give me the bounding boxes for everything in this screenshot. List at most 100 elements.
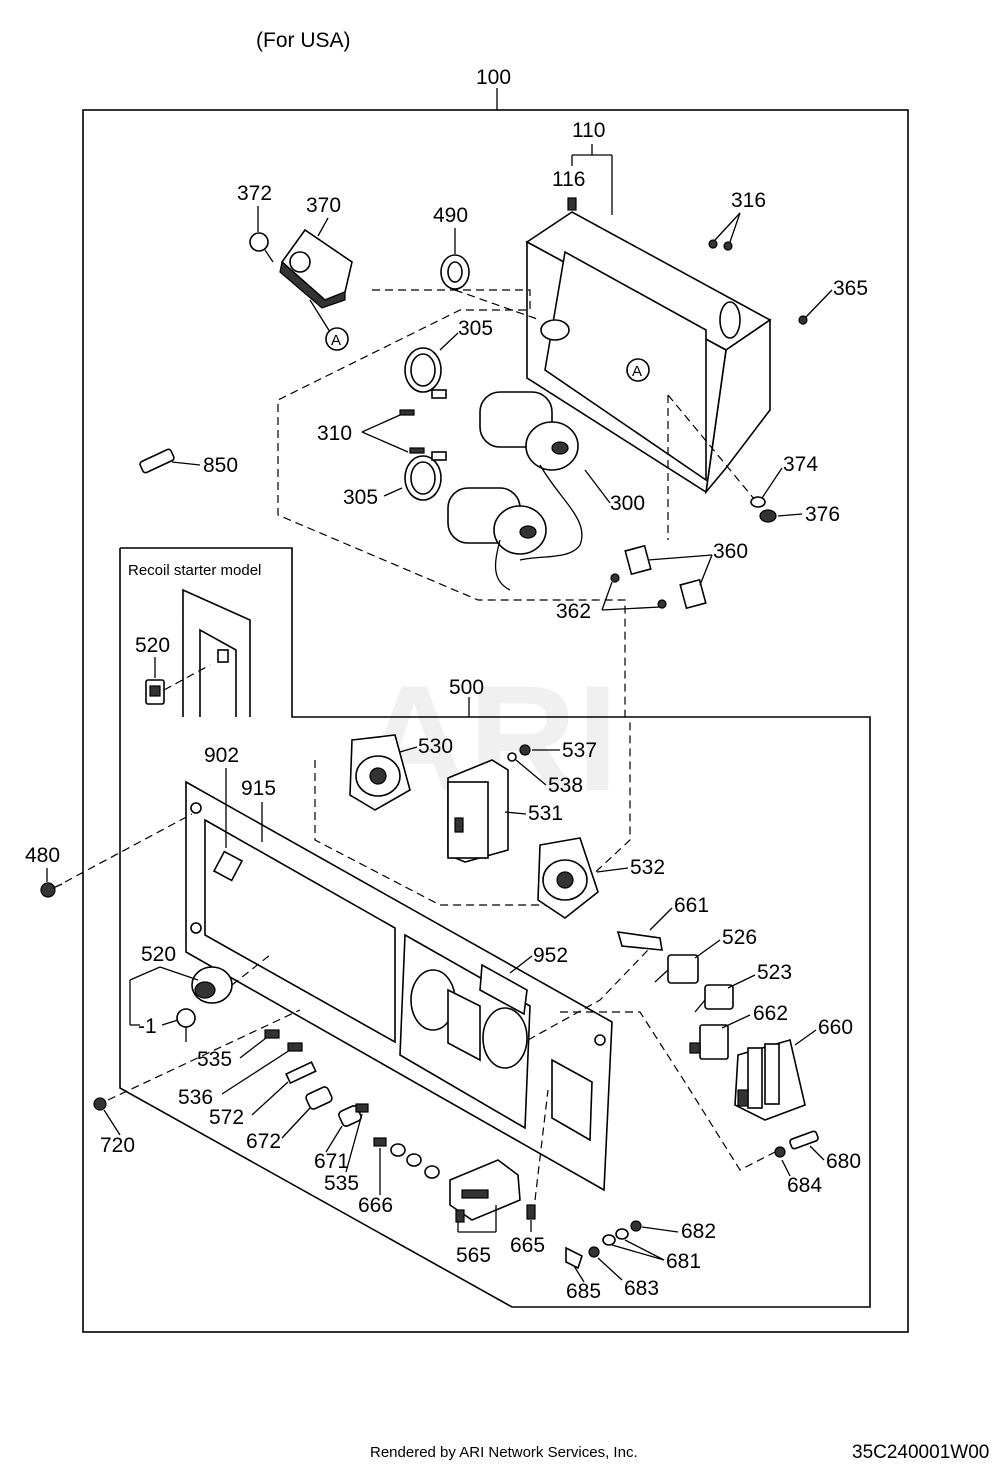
screw-480 (40, 882, 63, 898)
callout-532: 532 (630, 856, 665, 879)
callout-902: 902 (204, 744, 239, 767)
clamp-305-upper (404, 347, 447, 399)
wingnut-685 (565, 1246, 583, 1270)
main-assembly-frame (82, 109, 909, 1333)
bolt-572 (285, 1061, 317, 1085)
callout-526: 526 (722, 926, 757, 949)
screw-116 (567, 197, 577, 211)
cover-565 (449, 1159, 521, 1221)
callout-665: 665 (510, 1234, 545, 1257)
callout-671: 671 (314, 1150, 349, 1173)
callout-682: 682 (681, 1220, 716, 1243)
callout-116: 116 (552, 168, 585, 191)
ref-mark-a-bracket: A (325, 327, 349, 351)
breaker-661 (616, 931, 663, 951)
callout-300: 300 (610, 492, 645, 515)
callout-680: 680 (826, 1150, 861, 1173)
callout-310: 310 (317, 422, 352, 445)
screw-720 (93, 1097, 107, 1111)
screw-536 (287, 1042, 303, 1052)
callout-490: 490 (433, 204, 468, 227)
screw-310 (399, 409, 425, 454)
callout-520-key: 520 (141, 943, 176, 966)
switch-520-inset (145, 679, 165, 705)
callout-520-1: -1 (138, 1015, 157, 1038)
callout-681: 681 (666, 1250, 701, 1273)
ref-mark-a-box: A (626, 358, 650, 382)
screw-535-upper (264, 1029, 280, 1039)
callout-100: 100 (476, 66, 511, 89)
callout-684: 684 (787, 1174, 822, 1197)
callout-500: 500 (449, 676, 484, 699)
callout-685: 685 (566, 1280, 601, 1303)
screw-362 (610, 573, 667, 609)
nut-537 (519, 744, 531, 756)
screw-666 (373, 1137, 387, 1147)
nut-683 (588, 1246, 600, 1258)
bolt-680 (789, 1130, 819, 1150)
callout-720: 720 (100, 1134, 135, 1157)
callout-952: 952 (533, 944, 568, 967)
clamp-305-lower (404, 451, 447, 501)
footer-rendered-by: Rendered by ARI Network Services, Inc. (370, 1444, 638, 1461)
callout-110: 110 (572, 119, 605, 142)
fuse-850 (139, 448, 175, 474)
capacitor-300-upper (479, 391, 579, 471)
outlet-530 (349, 734, 411, 811)
callout-672: 672 (246, 1130, 281, 1153)
breaker-660 (734, 1038, 806, 1121)
outlet-532 (537, 837, 599, 919)
control-box (525, 211, 772, 495)
callout-850: 850 (203, 454, 238, 477)
callout-536: 536 (178, 1086, 213, 1109)
callout-372: 372 (237, 182, 272, 205)
box-callout-110: 110 (571, 119, 613, 215)
callout-520-inset: 520 (135, 634, 170, 657)
capacitor-300-lower (447, 487, 547, 555)
callout-370: 370 (306, 194, 341, 217)
callout-661: 661 (674, 894, 709, 917)
breaker-662 (689, 1024, 729, 1060)
callout-535-lower: 535 (324, 1172, 359, 1195)
callout-660: 660 (818, 1016, 853, 1039)
callout-365: 365 (833, 277, 868, 300)
svg-text:A: A (331, 332, 341, 349)
key-switch-520 (176, 966, 233, 1042)
switch-526 (654, 954, 699, 984)
callout-374: 374 (783, 453, 818, 476)
bracket-360-b (679, 578, 707, 610)
callout-362: 362 (556, 600, 591, 623)
washer-538 (507, 752, 517, 762)
screw-372 (249, 232, 274, 263)
washer-374 (750, 496, 766, 508)
callout-535-upper: 535 (197, 1048, 232, 1071)
control-panel-plate (185, 780, 613, 1192)
callout-915: 915 (241, 777, 276, 800)
screw-365 (798, 315, 808, 325)
callout-662: 662 (753, 1002, 788, 1025)
inset-title: Recoil starter model (128, 562, 261, 579)
fuse-holder-672 (305, 1086, 333, 1110)
callout-305-upper: 305 (458, 317, 493, 340)
callout-537: 537 (562, 739, 597, 762)
callout-376: 376 (805, 503, 840, 526)
screw-565 (455, 1209, 465, 1223)
panel-section-frame (119, 547, 871, 1308)
callout-316: 316 (731, 189, 766, 212)
nut-682 (630, 1220, 642, 1232)
callout-523: 523 (757, 961, 792, 984)
callout-683: 683 (624, 1277, 659, 1300)
callout-538: 538 (548, 774, 583, 797)
washers-set (390, 1143, 440, 1179)
switch-523 (694, 984, 734, 1013)
screw-535-lower (355, 1103, 369, 1113)
callout-531: 531 (528, 802, 563, 825)
diagram-id: 35C240001W00 (852, 1442, 989, 1463)
callout-666: 666 (358, 1194, 393, 1217)
grommet-490 (440, 254, 470, 290)
label-952 (479, 963, 528, 1016)
svg-text:A: A (632, 363, 642, 380)
callout-305-lower: 305 (343, 486, 378, 509)
nut-376 (759, 509, 777, 523)
